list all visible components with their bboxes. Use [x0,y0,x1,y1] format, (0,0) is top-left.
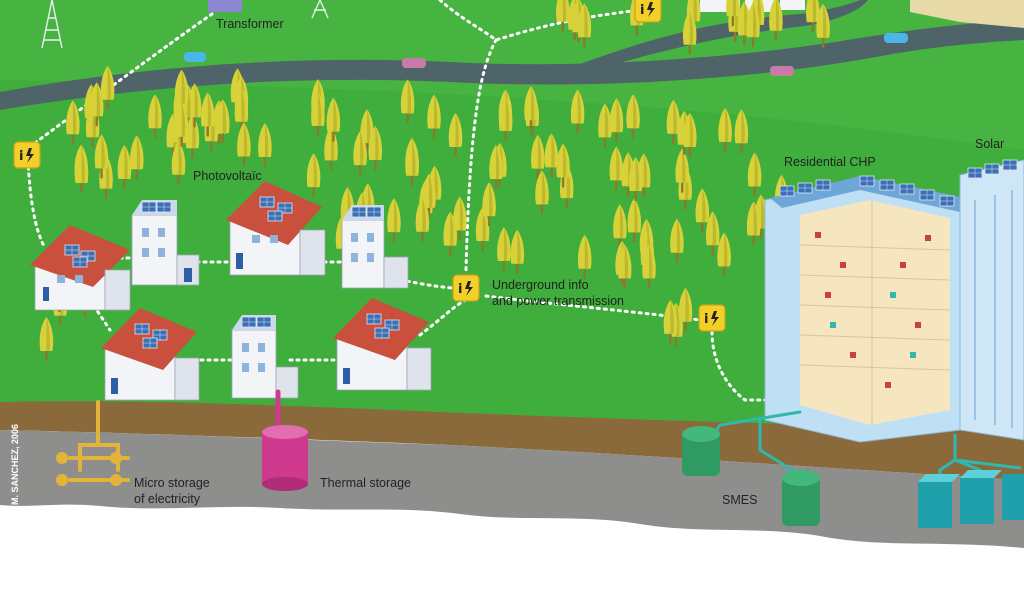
label-photovoltaic: Photovoltaïc [193,169,262,183]
credit-text: M. SANCHEZ, 2006 [10,424,20,505]
label-transformer: Transformer [216,17,284,31]
label-underground-line1: Underground info [492,278,589,292]
car-icon [184,33,908,76]
smes-tanks [682,426,820,526]
thermal-storage-tank [262,425,308,491]
residential-chp-building [764,159,1024,443]
battery-cells [918,470,1024,528]
transmission-tower-icon [41,0,329,49]
label-solar: Solar [975,137,1004,151]
label-underground-line2: and power transmission [492,294,624,308]
label-micro-storage-line1: Micro storage [134,476,210,490]
label-residential-chp: Residential CHP [784,155,876,169]
label-micro-storage-line2: of electricity [134,492,201,506]
house-row [30,181,432,401]
micro-storage-icon [56,452,122,486]
label-thermal-storage: Thermal storage [320,476,411,490]
transformer-box [208,0,242,12]
label-smes: SMES [722,493,757,507]
